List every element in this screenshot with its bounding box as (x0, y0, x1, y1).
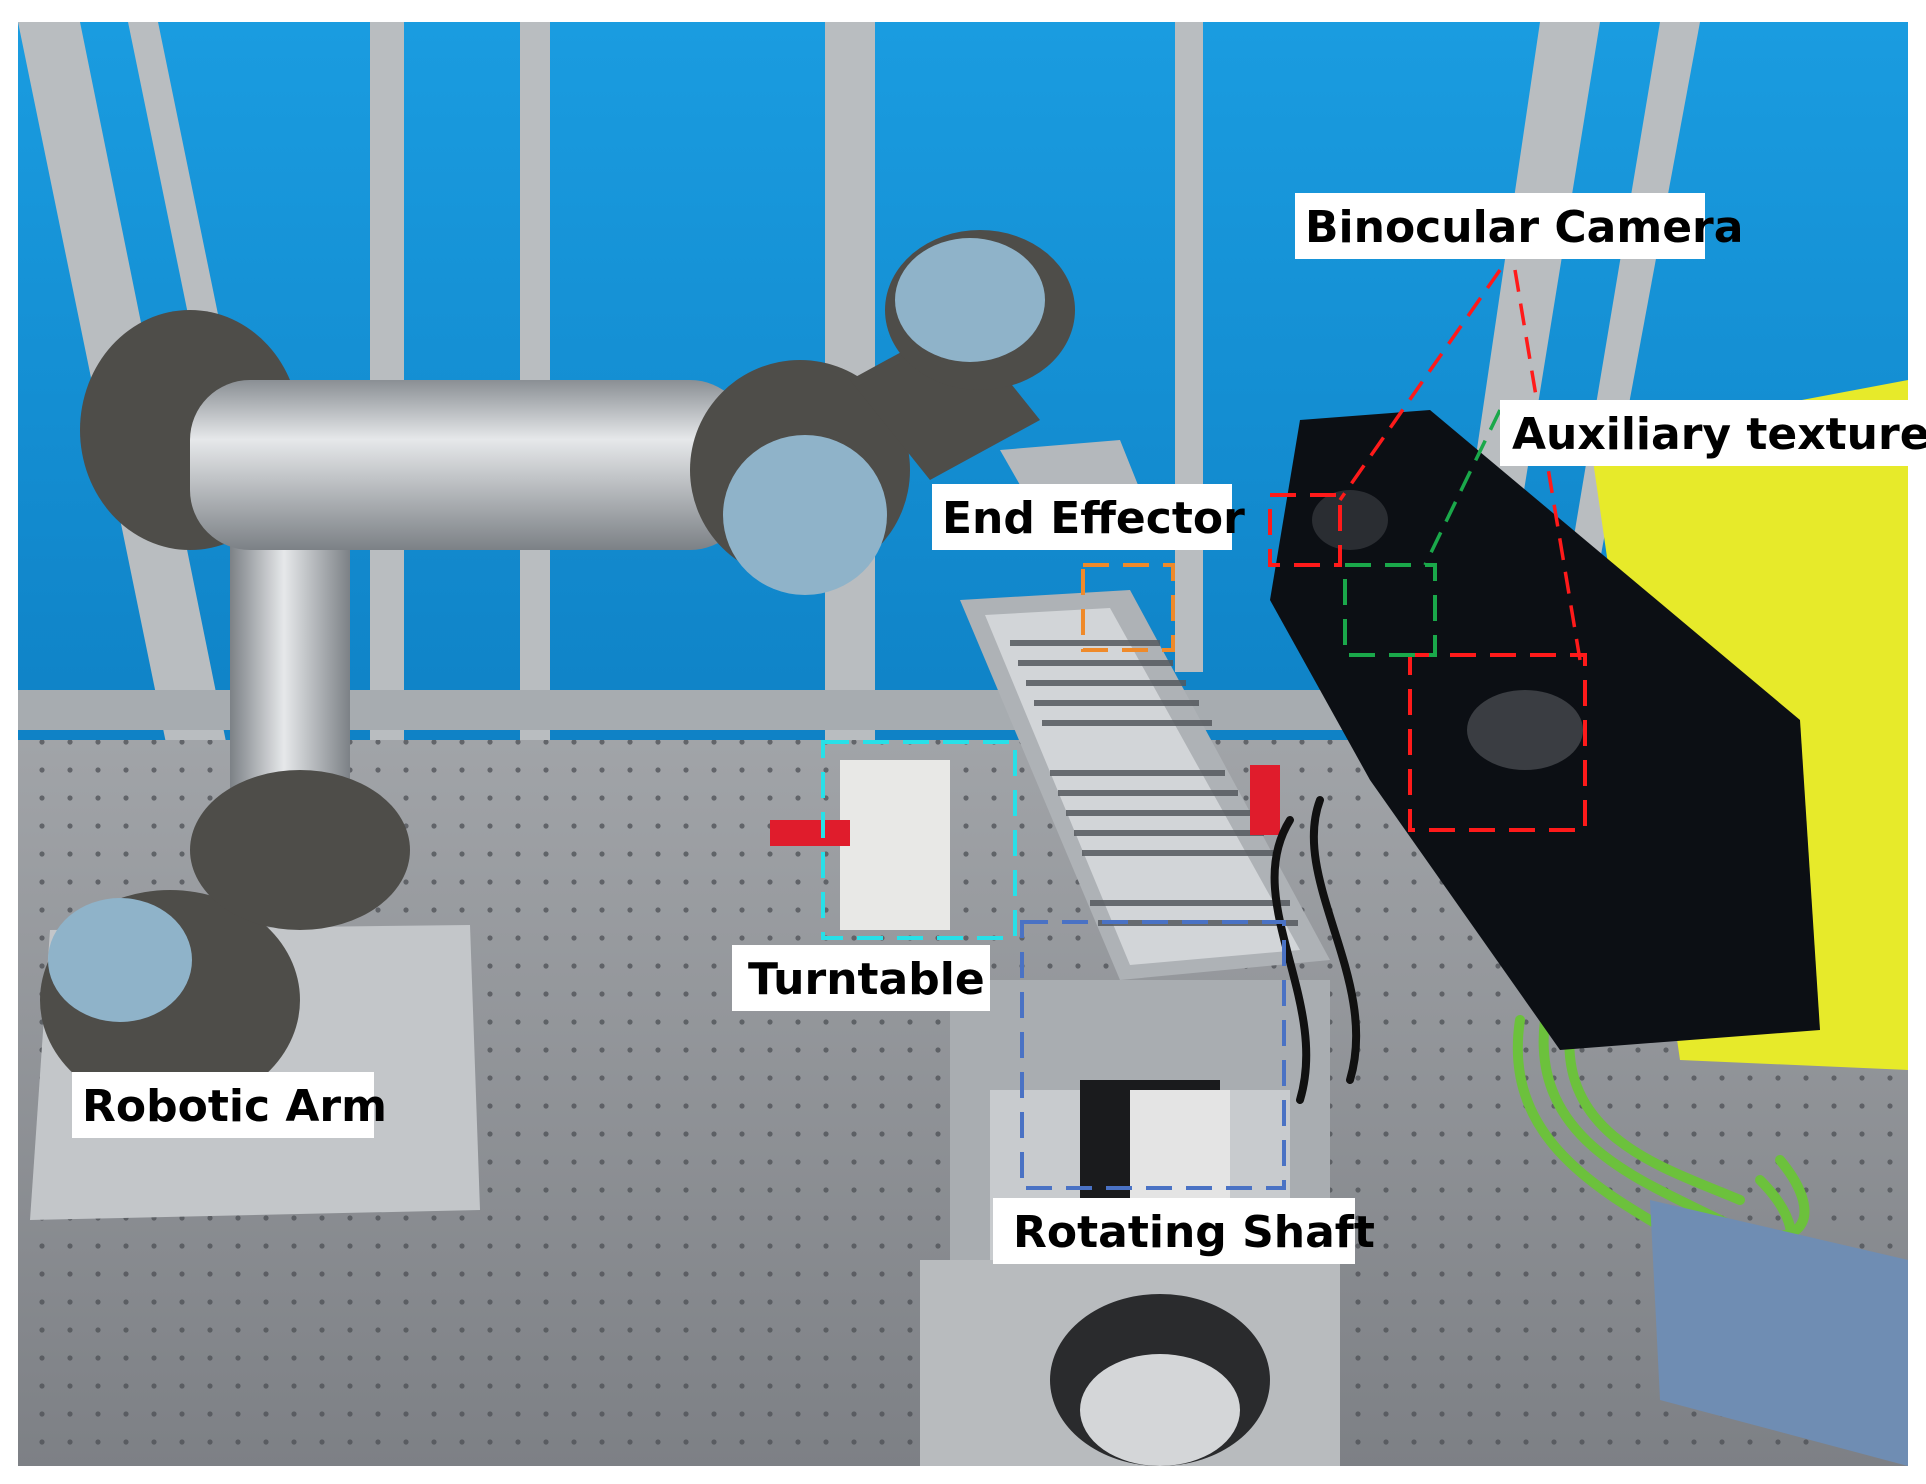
label-turntable: Turntable (748, 954, 985, 1005)
label-auxiliary-texture: Auxiliary texture (1512, 409, 1926, 460)
power-supply (1650, 1200, 1908, 1466)
photo (18, 22, 1908, 1466)
annotation-boxes (821, 493, 1587, 1190)
label-robotic-arm: Robotic Arm (82, 1081, 387, 1132)
box-turntable (821, 740, 1017, 940)
box-binocular-camera-right (1408, 653, 1587, 832)
label-rotating-shaft: Rotating Shaft (1013, 1207, 1375, 1258)
leader-lines (1338, 269, 1582, 661)
box-rotating-shaft (1020, 920, 1286, 1190)
labels: Binocular Camera Auxiliary texture End E… (82, 202, 1926, 1258)
label-end-effector: End Effector (942, 493, 1245, 544)
box-end-effector (1081, 563, 1175, 652)
box-auxiliary-texture (1343, 563, 1437, 657)
label-binocular-camera: Binocular Camera (1305, 202, 1743, 253)
robotic-arm (40, 230, 1140, 1110)
box-binocular-camera-left (1268, 493, 1342, 567)
label-backgrounds (72, 193, 1910, 1264)
scanner (1270, 380, 1908, 1070)
